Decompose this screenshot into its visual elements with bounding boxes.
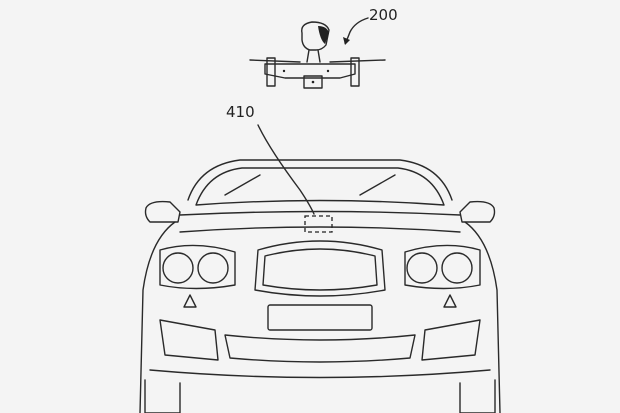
leader-arrow-200 — [344, 17, 369, 44]
marker-410 — [304, 215, 333, 233]
drone-illustration — [249, 21, 386, 89]
leader-line-410 — [257, 124, 315, 215]
label-200: 200 — [369, 6, 398, 24]
label-410: 410 — [226, 103, 255, 121]
car-illustration — [139, 159, 501, 413]
